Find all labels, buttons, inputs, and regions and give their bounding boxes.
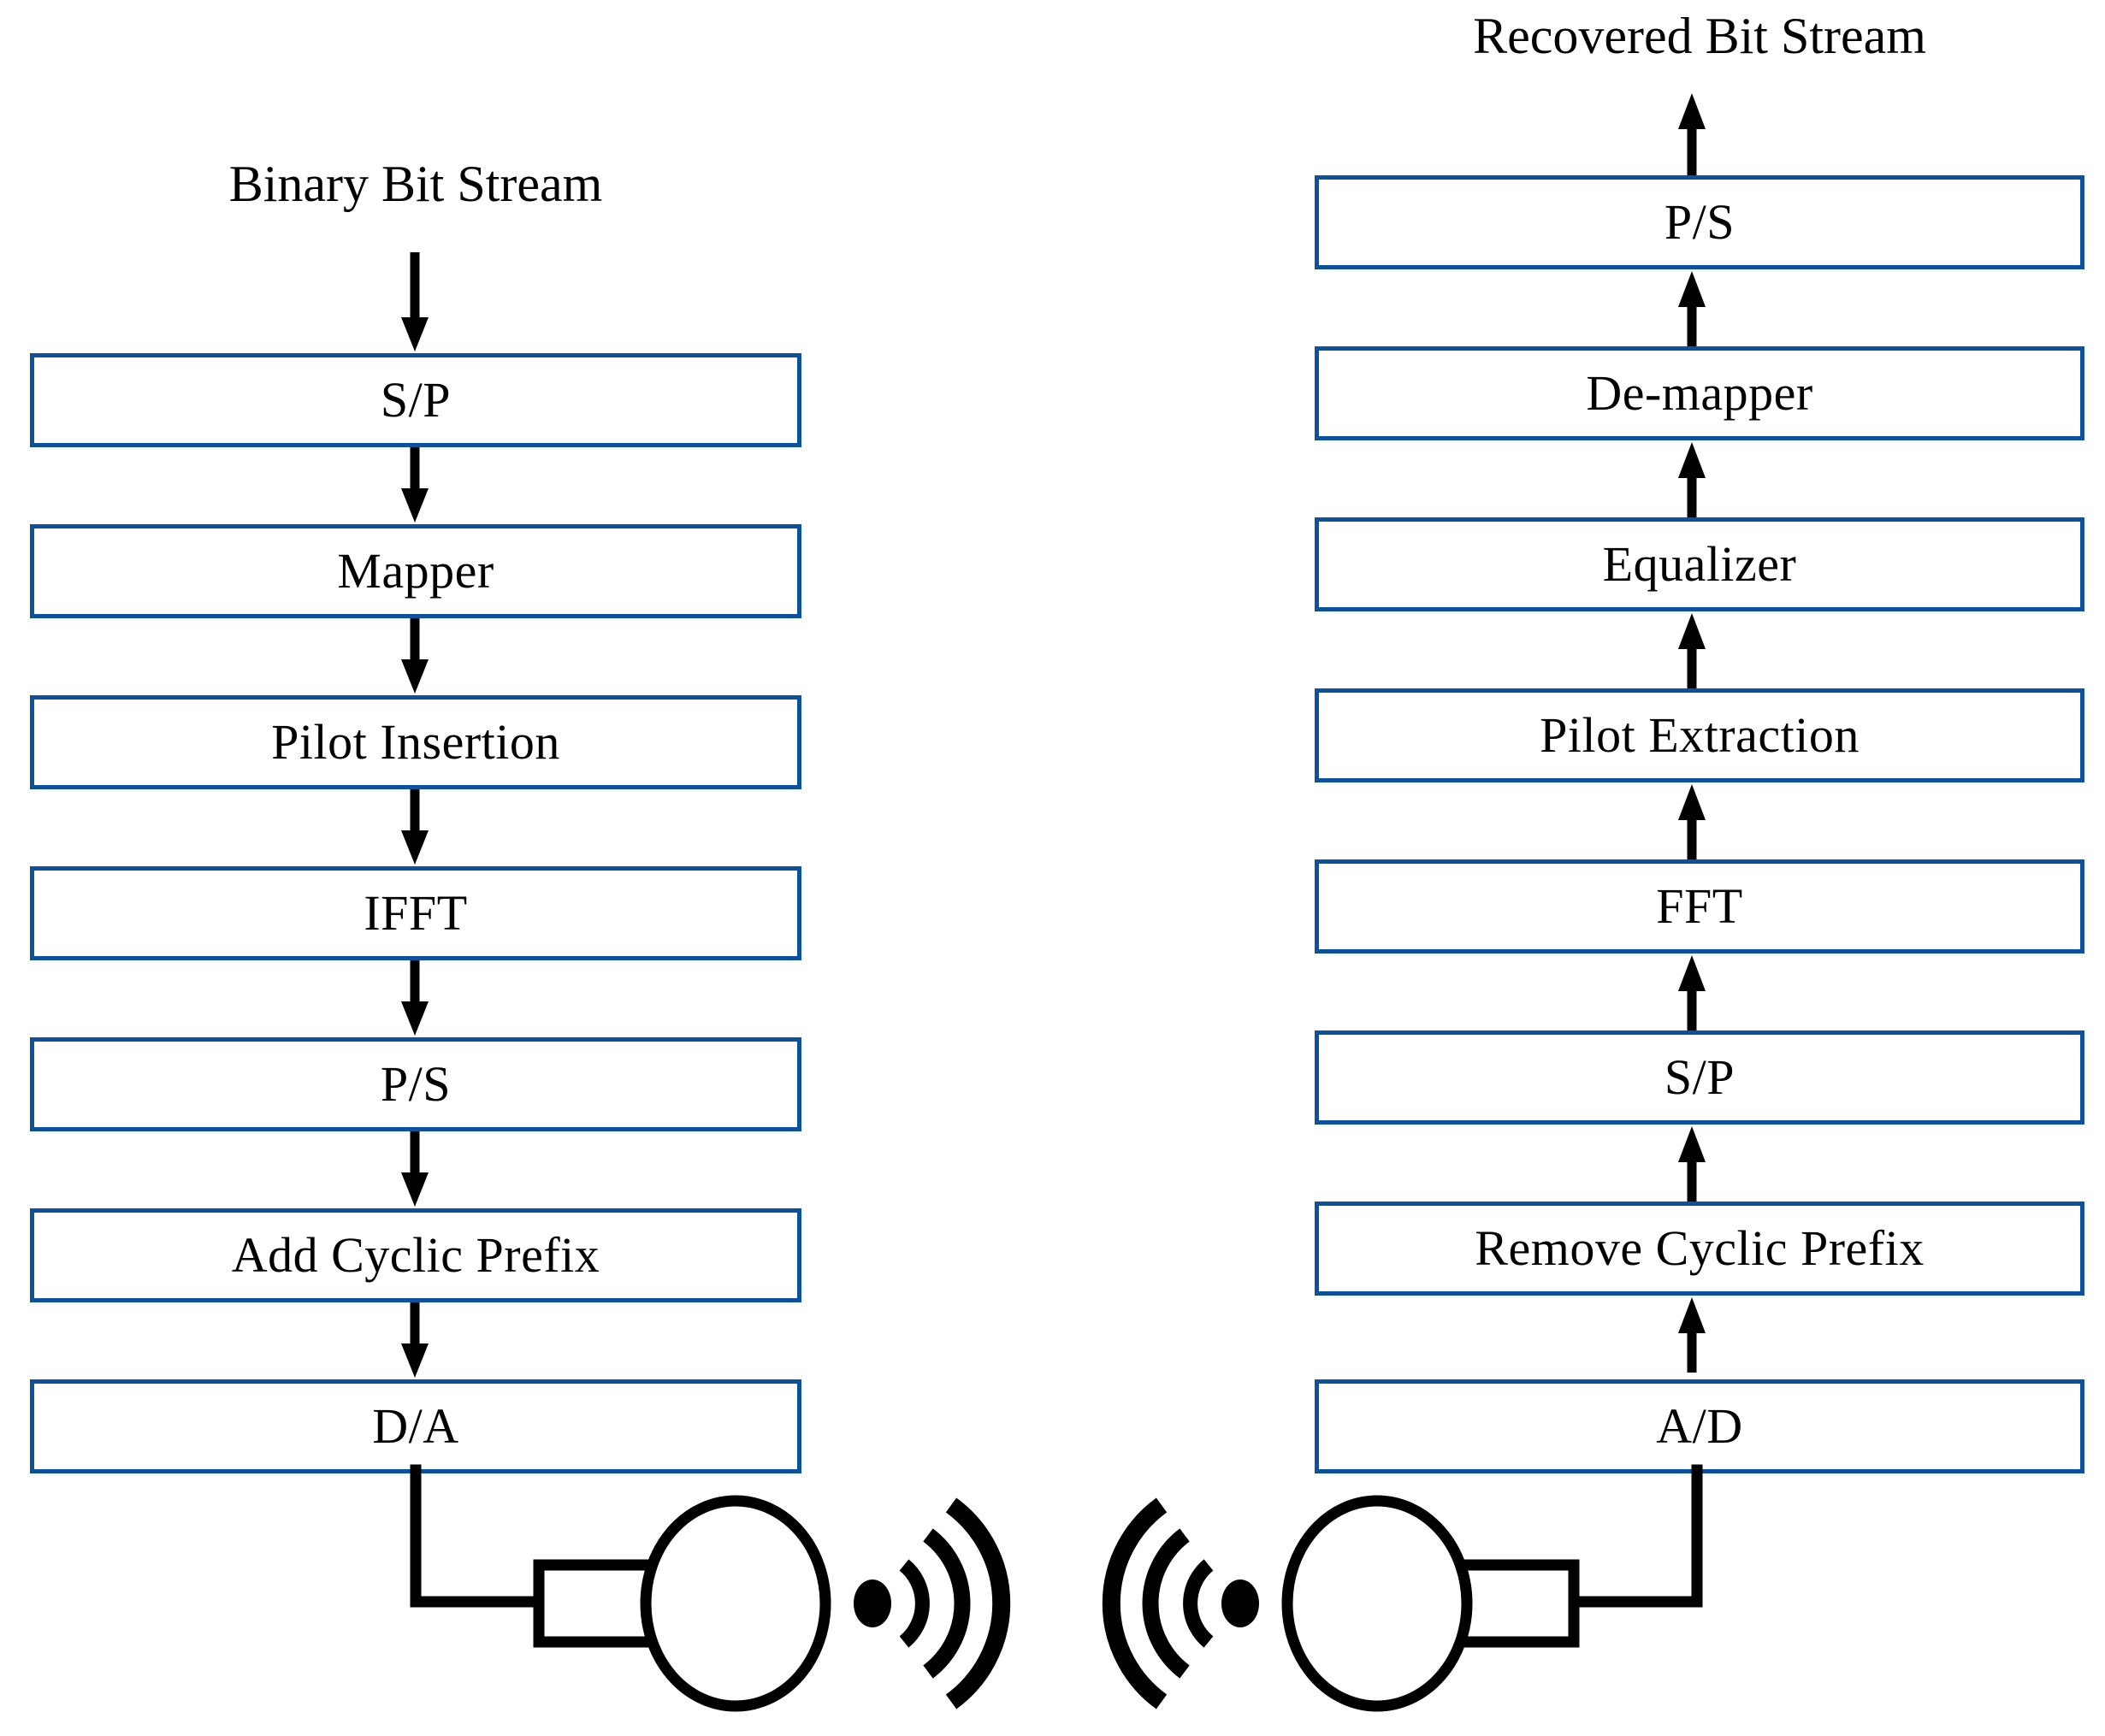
rx-block-fft[interactable]: FFT (1315, 859, 2084, 954)
wave-arc-1 (1183, 1559, 1214, 1648)
arrow-remove-cyclic-prefix-to-sp (1675, 1125, 1709, 1202)
arrow-input-to-sp (398, 252, 432, 353)
arrow-pilot-extraction-to-equalizer (1675, 611, 1709, 688)
tx-block-mapper[interactable]: Mapper (30, 524, 801, 618)
tx-block-pilot-insertion[interactable]: Pilot Insertion (30, 695, 801, 789)
arrow-ps-to-output (1675, 92, 1709, 175)
rx-block-pilot-extraction[interactable]: Pilot Extraction (1315, 688, 2084, 782)
wave-arc-3 (945, 1497, 1011, 1709)
tx-block-ps[interactable]: P/S (30, 1037, 801, 1131)
tx-block-ifft[interactable]: IFFT (30, 866, 801, 960)
arrow-add-cyclic-prefix-to-da (398, 1302, 432, 1379)
rx-block-ad[interactable]: A/D (1315, 1379, 2084, 1473)
arrow-sp-to-mapper (398, 447, 432, 524)
arrow-demapper-to-ps (1675, 269, 1709, 346)
rx-block-ps[interactable]: P/S (1315, 175, 2084, 269)
wave-arc-2 (923, 1528, 971, 1679)
rx-block-equalizer[interactable]: Equalizer (1315, 517, 2084, 611)
arrow-sp-to-fft (1675, 954, 1709, 1030)
arrow-ad-to-remove-cyclic-prefix (1675, 1296, 1709, 1373)
wave-dot (1221, 1580, 1259, 1627)
arrow-pilot-insertion-to-ifft (398, 789, 432, 866)
tx-block-da[interactable]: D/A (30, 1379, 801, 1473)
wave-arc-2 (1142, 1528, 1190, 1679)
arrow-fft-to-pilot-extraction (1675, 782, 1709, 859)
wave-arc-3 (1102, 1497, 1168, 1709)
recovered-bit-stream-caption: Recovered Bit Stream (1473, 8, 1926, 64)
binary-bit-stream-caption: Binary Bit Stream (228, 156, 603, 212)
transmit-antenna (376, 1464, 1011, 1723)
wave-dot (854, 1580, 891, 1627)
wave-arc-1 (899, 1559, 930, 1648)
arrow-equalizer-to-demapper (1675, 440, 1709, 517)
rx-block-sp[interactable]: S/P (1315, 1030, 2084, 1125)
rx-block-remove-cyclic-prefix[interactable]: Remove Cyclic Prefix (1315, 1202, 2084, 1296)
arrow-ps-to-add-cyclic-prefix (398, 1131, 432, 1208)
tx-block-sp[interactable]: S/P (30, 353, 801, 447)
rx-block-de-mapper[interactable]: De-mapper (1315, 346, 2084, 440)
tx-block-add-cyclic-prefix[interactable]: Add Cyclic Prefix (30, 1208, 801, 1302)
receive-antenna (1102, 1464, 1736, 1723)
arrow-ifft-to-ps (398, 960, 432, 1037)
arrow-mapper-to-pilot-insertion (398, 618, 432, 695)
